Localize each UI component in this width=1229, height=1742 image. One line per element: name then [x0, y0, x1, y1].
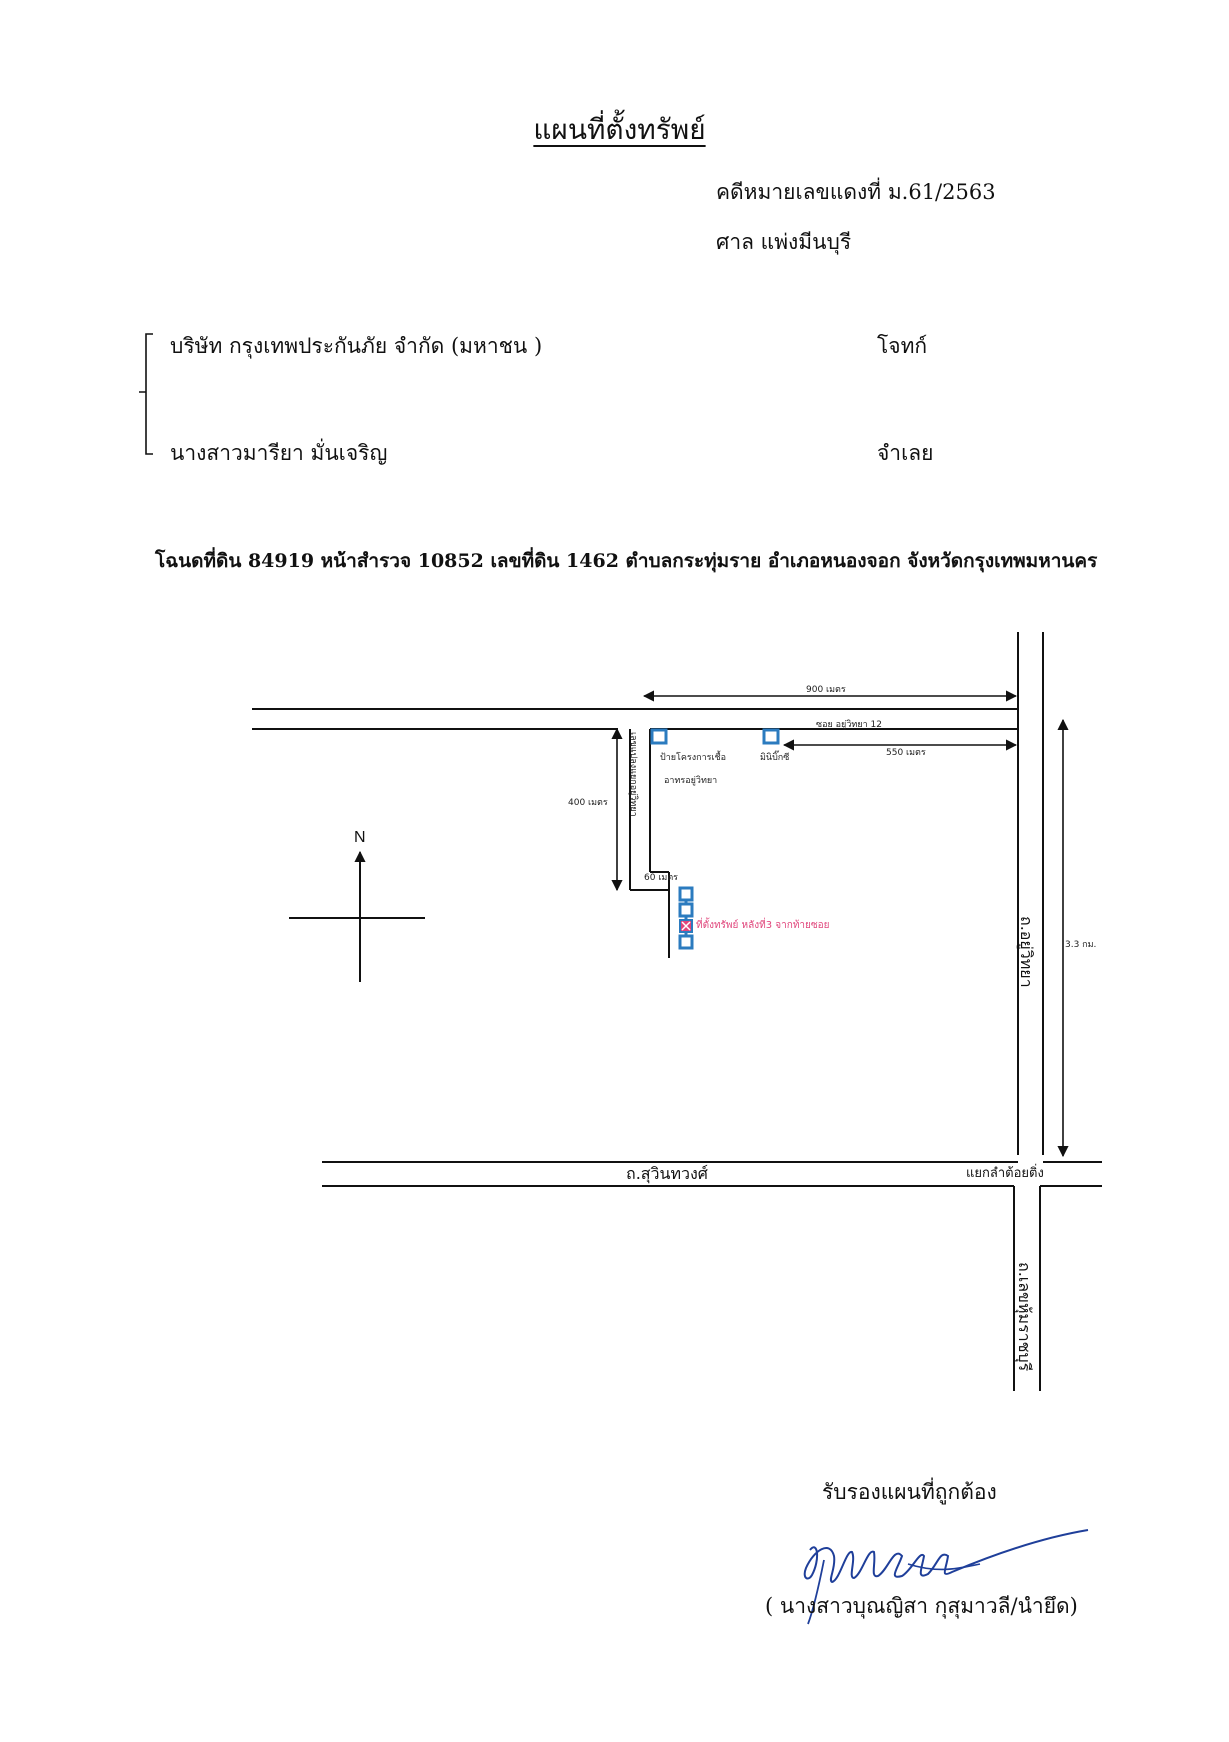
defendant-role: จำเลย — [877, 441, 934, 465]
label-400m: 400 เมตร — [568, 798, 608, 808]
plaintiff-role: โจทก์ — [877, 334, 928, 358]
case-number: คดีหมายเลขแดงที่ ม.61/2563 — [716, 180, 996, 204]
sign-label-1: ป้ายโครงการเชื้อ — [660, 753, 727, 763]
page-title: แผนที่ตั้งทรัพย์ — [533, 113, 706, 146]
defendant-name: นางสาวมารียา มั่นเจริญ — [170, 441, 388, 465]
sign-label-2: อาทรอยู่วิทยา — [664, 776, 718, 786]
label-33km: 3.3 กม. — [1065, 940, 1097, 950]
label-soi: ซอย อยู่วิทยา 12 — [816, 720, 882, 730]
party-bracket — [139, 333, 153, 455]
plaintiff-name: บริษัท กรุงเทพประกันภัย จำกัด (มหาชน ) — [170, 334, 543, 358]
road-yuwittaya-label: ถ.อยู่วิทยา — [1017, 916, 1036, 988]
property-x-icon — [681, 921, 691, 931]
house-marker-4 — [678, 934, 694, 950]
north-label: N — [354, 829, 366, 846]
house-marker-2 — [678, 902, 694, 918]
vertical-soi-label: เลขแปลงแยกอยู่วิทยา — [628, 732, 638, 817]
certification-text: รับรองแผนที่ถูกต้อง — [822, 1480, 997, 1504]
road-ratchaburi-label: ถ.เลขหุ้มราชบุรี — [1015, 1262, 1034, 1372]
label-550m: 550 เมตร — [886, 748, 926, 758]
label-60m: 60 เมตร — [644, 873, 679, 883]
house-marker-1 — [678, 886, 694, 902]
sign-marker — [650, 728, 668, 745]
road-suwinthawong-label: ถ.สุวินทวงศ์ — [626, 1164, 708, 1183]
junction-label: แยกลำต้อยติ่ง — [966, 1166, 1044, 1181]
mini-bigc-marker — [762, 728, 780, 745]
mini-bigc-label: มินิบิ๊กซี — [760, 753, 790, 763]
label-900m: 900 เมตร — [806, 685, 846, 695]
property-label: ที่ตั้งทรัพย์ หลังที่3 จากท้ายซอย — [696, 920, 830, 931]
deed-info: โฉนดที่ดิน 84919 หน้าสำรวจ 10852 เลขที่ด… — [155, 550, 1098, 572]
signature — [803, 1529, 1089, 1625]
court-name: ศาล แพ่งมีนบุรี — [716, 230, 852, 254]
signer-name: ( นางสาวบุณญิสา กุสุมาวลี/นำยึด) — [765, 1594, 1078, 1618]
